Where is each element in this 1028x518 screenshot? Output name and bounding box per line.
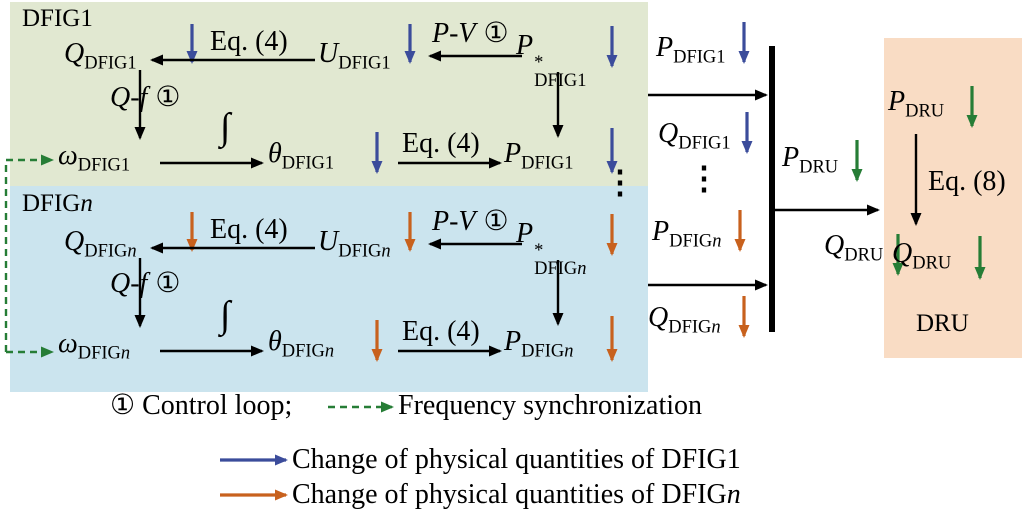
label-P-DFIG1-bus: PDFIG1 [656, 32, 726, 67]
label-theta-DFIG1: θDFIG1 [268, 138, 335, 173]
label-P-DFIGn-bus: PDFIGn [652, 216, 722, 251]
dfign-title: DFIGn [22, 190, 93, 217]
label-theta-DFIGn: θDFIGn [268, 326, 335, 361]
label-P-DFIG1: PDFIG1 [504, 138, 574, 173]
integral-symbol-dfign: ∫ [220, 294, 231, 336]
dfign-panel [10, 186, 648, 392]
label-U-DFIGn: UDFIGn [318, 226, 391, 261]
label-P-DRU-inner: PDRU [888, 86, 945, 121]
label-Pref-DFIG1: P*DFIG1 [516, 30, 587, 91]
legend-control-loop-text: ① Control loop; [110, 390, 293, 421]
label-P-DRU-outer: PDRU [782, 142, 839, 177]
label-Q-DFIGn: QDFIGn [64, 226, 137, 261]
ellipsis-bus: ⋮ [688, 160, 720, 196]
label-Q-DFIG1-bus: QDFIG1 [658, 118, 731, 153]
integral-symbol-dfig1: ∫ [220, 106, 231, 148]
label-Q-DRU-outer: QDRU [824, 230, 884, 265]
label-eq4-row2-dfign: Eq. (4) [402, 316, 480, 347]
label-omega-DFIGn: ωDFIGn [58, 328, 131, 363]
label-Pref-DFIGn: P*DFIGn [516, 218, 587, 279]
legend-dfign-change-text: Change of physical quantities of DFIGn [292, 479, 741, 510]
dru-title: DRU [916, 310, 969, 337]
label-eq4-row1-dfig1: Eq. (4) [210, 26, 288, 57]
ellipsis-column: ⋮ [604, 164, 636, 200]
dfig1-panel [10, 2, 648, 186]
label-omega-DFIG1: ωDFIG1 [58, 140, 131, 175]
label-eq8: Eq. (8) [928, 166, 1006, 197]
label-eq4-row2-dfig1: Eq. (4) [402, 128, 480, 159]
label-Q-DRU-inner: QDRU [892, 238, 952, 273]
dfig1-title: DFIG1 [22, 5, 93, 32]
label-U-DFIG1: UDFIG1 [318, 38, 391, 73]
legend-dfig1-change-text: Change of physical quantities of DFIG1 [292, 444, 741, 475]
legend-freq-sync-text: Frequency synchronization [398, 390, 703, 421]
label-Q-DFIGn-bus: QDFIGn [648, 302, 721, 337]
label-P-DFIGn: PDFIGn [504, 326, 574, 361]
dru-panel [884, 38, 1022, 358]
label-eq4-row1-dfign: Eq. (4) [210, 214, 288, 245]
label-Q-DFIG1: QDFIG1 [64, 38, 137, 73]
